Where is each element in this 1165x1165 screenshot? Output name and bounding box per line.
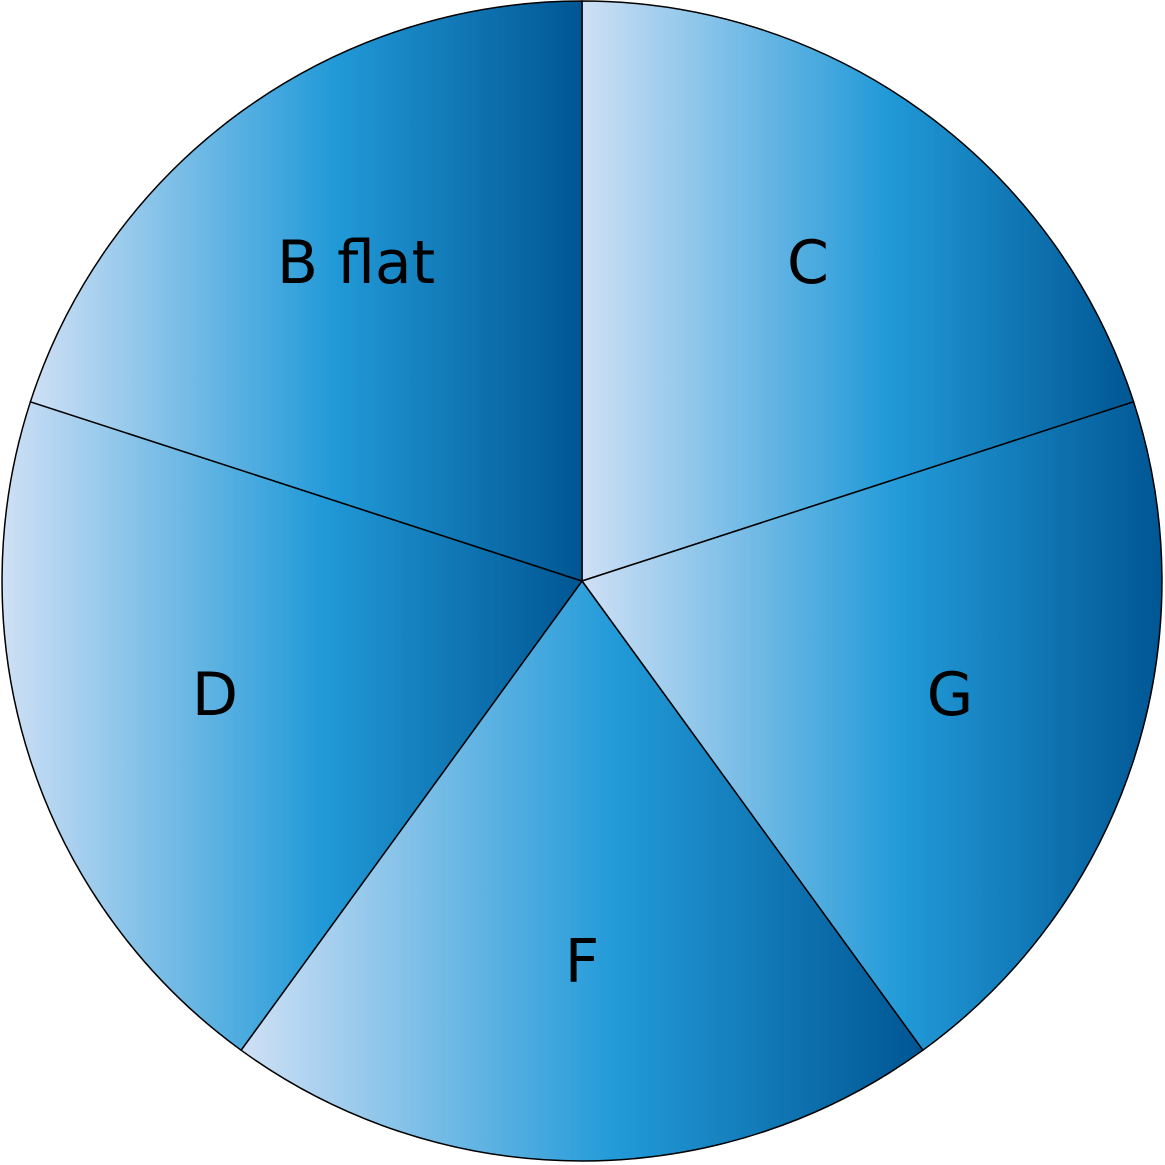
segment-label-b-flat: B flat — [277, 228, 435, 298]
segment-g — [580, 400, 1163, 1052]
segment-label-d: D — [192, 660, 238, 730]
segment-d — [1, 400, 584, 1052]
segment-b-flat — [29, 0, 583, 583]
segment-label-c: C — [787, 228, 829, 298]
segment-label-g: G — [927, 660, 974, 730]
segment-c — [581, 0, 1135, 583]
segment-label-f: F — [565, 927, 600, 997]
segment-f — [240, 579, 924, 1162]
